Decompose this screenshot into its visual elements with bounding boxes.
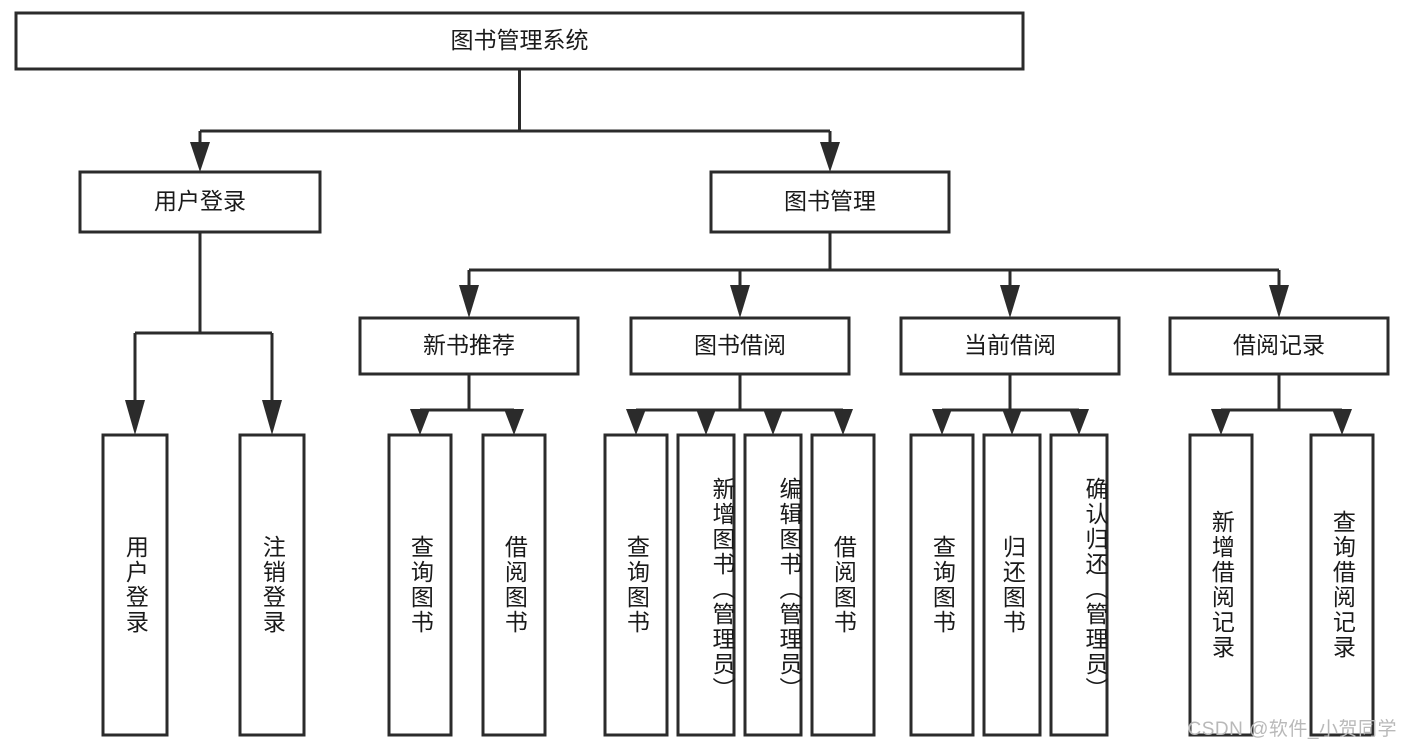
node-book-manage-label: 图书管理 xyxy=(784,188,876,214)
arrow-down-icon-borrow-record xyxy=(1269,285,1289,318)
node-user-login-label: 用户登录 xyxy=(154,188,246,214)
leaf-user-logout-rect[interactable] xyxy=(238,433,306,737)
node-new-book-recommend-label: 新书推荐 xyxy=(423,332,515,358)
arrow-down-icon-book-borrow xyxy=(730,285,750,318)
leaf-borrow-book-2-rect[interactable] xyxy=(810,433,876,737)
node-borrow-record-label: 借阅记录 xyxy=(1233,332,1325,358)
node-book-borrow-label: 图书借阅 xyxy=(694,332,786,358)
node-new-book-recommend[interactable]: 新书推荐 xyxy=(358,316,580,376)
node-current-borrow[interactable]: 当前借阅 xyxy=(899,316,1121,376)
arrow-down-icon-leaf-query-borrow-record xyxy=(1332,409,1352,435)
arrow-down-icon-leaf-add-book-admin xyxy=(696,409,716,435)
node-root-label: 图书管理系统 xyxy=(451,27,589,53)
arrow-down-icon-leaf-query-book-3 xyxy=(932,409,952,435)
node-borrow-record[interactable]: 借阅记录 xyxy=(1168,316,1390,376)
leaf-query-book-1-rect[interactable] xyxy=(387,433,453,737)
leaf-query-book-2-rect[interactable] xyxy=(603,433,669,737)
arrow-down-icon-leaf-borrow-book-1 xyxy=(504,409,524,435)
arrow-down-icon-leaf-edit-book-admin xyxy=(763,409,783,435)
leaf-borrow-book-1-rect[interactable] xyxy=(481,433,547,737)
node-user-login[interactable]: 用户登录 xyxy=(78,170,322,234)
arrow-down-icon-leaf-borrow-book-2 xyxy=(833,409,853,435)
node-current-borrow-rect[interactable] xyxy=(899,316,1121,376)
node-book-borrow[interactable]: 图书借阅 xyxy=(629,316,851,376)
leaf-query-book-3-rect[interactable] xyxy=(909,433,975,737)
node-book-manage[interactable]: 图书管理 xyxy=(709,170,951,234)
arrow-down-icon-leaf-query-book-2 xyxy=(626,409,646,435)
arrow-down-icon-book-manage xyxy=(820,142,840,172)
arrow-down-icon-leaf-query-book-1 xyxy=(410,409,430,435)
node-book-manage-rect[interactable] xyxy=(709,170,951,234)
arrow-down-icon-current-borrow xyxy=(1000,285,1020,318)
node-root-rect[interactable] xyxy=(14,11,1025,71)
leaf-user-login-rect[interactable] xyxy=(101,433,169,737)
node-borrow-record-rect[interactable] xyxy=(1168,316,1390,376)
csdn-watermark: CSDN @软件_小贺同学 xyxy=(1187,719,1397,740)
leaf-return-book-rect[interactable] xyxy=(982,433,1042,737)
node-book-borrow-rect[interactable] xyxy=(629,316,851,376)
arrow-down-icon-new-book-recommend xyxy=(459,285,479,318)
node-current-borrow-label: 当前借阅 xyxy=(964,332,1056,358)
node-root[interactable]: 图书管理系统 xyxy=(14,11,1025,71)
arrow-down-icon-leaf-add-borrow-record xyxy=(1211,409,1231,435)
leaf-query-borrow-record-rect[interactable] xyxy=(1309,433,1375,737)
arrow-down-icon-leaf-user-login xyxy=(125,400,145,435)
arrow-down-icon-leaf-confirm-return-admin xyxy=(1069,409,1089,435)
arrow-down-icon-leaf-return-book xyxy=(1002,409,1022,435)
leaf-edit-book-admin-rect[interactable] xyxy=(743,433,803,737)
leaf-add-borrow-record-rect[interactable] xyxy=(1188,433,1254,737)
leaf-add-book-admin-rect[interactable] xyxy=(676,433,736,737)
arrow-down-icon-leaf-user-logout xyxy=(262,400,282,435)
arrow-down-icon-user-login xyxy=(190,142,210,172)
leaf-confirm-return-admin-rect[interactable] xyxy=(1049,433,1109,737)
node-new-book-recommend-rect[interactable] xyxy=(358,316,580,376)
